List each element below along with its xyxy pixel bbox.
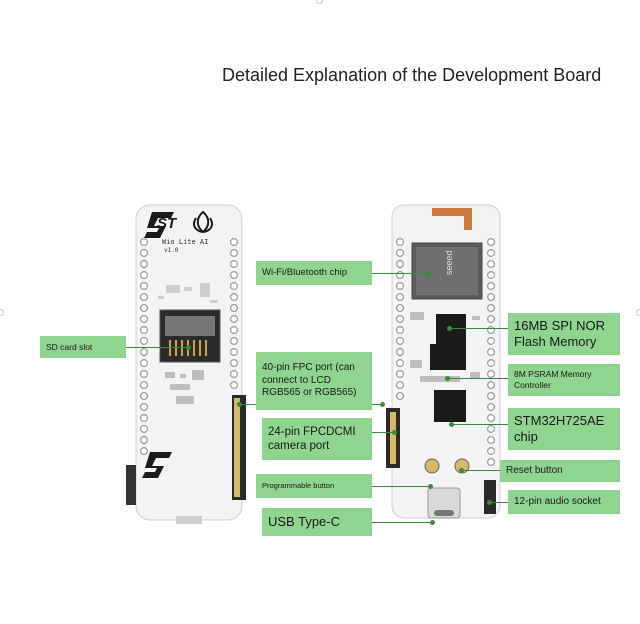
leader-24pin-fpc: [372, 430, 397, 435]
label-sd-card-slot: SD card slot: [40, 336, 126, 358]
st-logo: ST: [157, 215, 178, 232]
label-reset-button: Reset button: [500, 460, 620, 482]
leader-mcu-chip: [449, 422, 508, 427]
label-psram: 8M PSRAM Memory Controller: [508, 364, 620, 396]
label-40pin-fpc: 40-pin FPC port (can connect to LCD RGB5…: [256, 352, 372, 410]
label-audio-socket: 12-pin audio socket: [508, 490, 620, 514]
leader-psram: [445, 376, 508, 381]
label-24pin-fpc: 24-pin FPCDCMI camera port: [262, 418, 372, 460]
label-spi-nor-flash: 16MB SPI NOR Flash Memory: [508, 313, 620, 355]
module-brand: seeed: [444, 250, 454, 275]
leader-usb-type-c: [372, 520, 435, 525]
leader-sd-card-slot: [126, 345, 191, 350]
frame-dot: [636, 309, 640, 316]
leader-spi-nor-flash: [447, 326, 508, 331]
leader-40pin-fpc: [237, 402, 256, 407]
leader-programmable-button: [372, 484, 433, 489]
board-silk-name: Wio Lite AI: [162, 238, 208, 246]
label-programmable-button: Programmable button: [256, 474, 372, 498]
leader-reset-button: [459, 468, 500, 473]
leader-audio-socket: [487, 500, 508, 505]
frame-dot: [0, 309, 4, 316]
label-wifi-bt-chip: Wi-Fi/Bluetooth chip: [256, 261, 372, 285]
leader-40pin-fpc-right: [372, 402, 385, 407]
right-board: seeed: [386, 204, 501, 519]
label-usb-type-c: USB Type-C: [262, 508, 372, 536]
left-board: ST Wio Lite AI v1.0: [126, 204, 246, 524]
label-mcu-chip: STM32H725AE chip: [508, 408, 620, 450]
leader-wifi-bt-chip: [372, 271, 431, 276]
page-title: Detailed Explanation of the Development …: [222, 65, 602, 85]
board-silk-version: v1.0: [164, 247, 179, 254]
frame-dot: [316, 0, 323, 4]
